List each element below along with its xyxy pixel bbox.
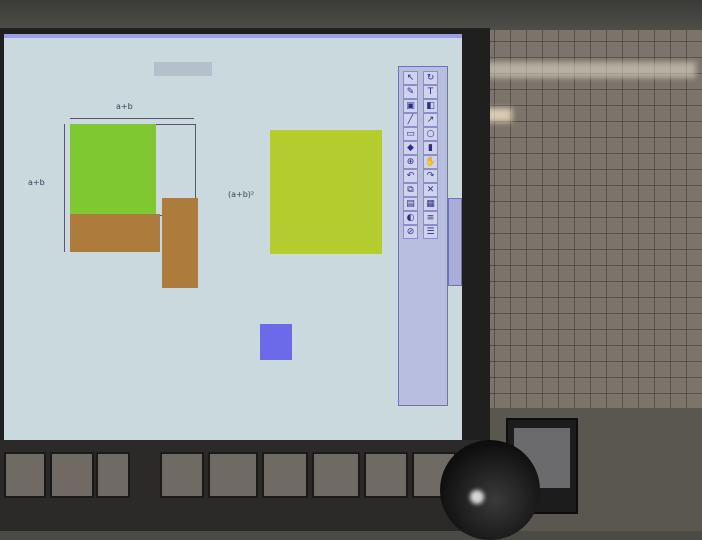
circle-icon[interactable]: ○ (423, 127, 438, 141)
yellow-square[interactable] (270, 130, 382, 254)
pointer-icon[interactable]: ↖ (403, 71, 418, 85)
hand-icon[interactable]: ✋ (423, 155, 438, 169)
eraser-icon[interactable]: ◧ (423, 99, 438, 113)
rotate-icon[interactable]: ↻ (423, 71, 438, 85)
color-icon[interactable]: ◐ (403, 211, 418, 225)
grid-icon[interactable]: ▦ (423, 197, 438, 211)
wall-grid (478, 30, 702, 410)
undo-icon[interactable]: ↶ (403, 169, 418, 183)
left-dimension-line (64, 124, 65, 252)
highlighter-icon[interactable]: ▮ (423, 141, 438, 155)
brown-vertical-rect[interactable] (162, 198, 198, 288)
chair (4, 452, 46, 498)
menu-icon[interactable]: ☰ (423, 225, 438, 239)
chair (364, 452, 408, 498)
top-dimension-line (70, 118, 194, 119)
arrow-icon[interactable]: ↗ (423, 113, 438, 127)
brown-horizontal-rect[interactable] (70, 214, 160, 252)
projection-screen: a+b a+b (a+b)² ↖ ↻ ✎ T ▣ ◧ ╱ ↗ ▭ ○ ◆ ▮ ⊕ ✋ ↶ ↷ ⧉ ✕ ▤ ▦ ◐ ≡ ⊘ ☰ (4, 34, 462, 442)
wall-light-reflection (486, 62, 696, 78)
fill-icon[interactable]: ◆ (403, 141, 418, 155)
left-dimension-label: a+b (28, 178, 45, 187)
pencil-icon[interactable]: ✎ (403, 85, 418, 99)
top-dimension-label: a+b (116, 102, 133, 111)
chair (208, 452, 258, 498)
copy-icon[interactable]: ⧉ (403, 183, 418, 197)
sphere-glint (470, 490, 484, 504)
redo-icon[interactable]: ↷ (423, 169, 438, 183)
chair (312, 452, 360, 498)
toolbox-side-strip[interactable] (448, 198, 462, 286)
blue-square[interactable] (260, 324, 292, 360)
width-icon[interactable]: ≡ (423, 211, 438, 225)
line-icon[interactable]: ╱ (403, 113, 418, 127)
chair (160, 452, 204, 498)
dark-sphere (440, 440, 540, 540)
chairs-row (0, 440, 480, 531)
green-square[interactable] (70, 124, 156, 214)
wall-light-spot (484, 108, 512, 122)
rectangle-icon[interactable]: ▭ (403, 127, 418, 141)
app-title (154, 62, 212, 76)
zoom-icon[interactable]: ⊕ (403, 155, 418, 169)
chair (96, 452, 130, 498)
clear-icon[interactable]: ⊘ (403, 225, 418, 239)
text-icon[interactable]: T (423, 85, 438, 99)
chair (262, 452, 308, 498)
page-icon[interactable]: ▤ (403, 197, 418, 211)
delete-icon[interactable]: ✕ (423, 183, 438, 197)
toolbox: ↖ ↻ ✎ T ▣ ◧ ╱ ↗ ▭ ○ ◆ ▮ ⊕ ✋ ↶ ↷ ⧉ ✕ ▤ ▦ ◐ ≡ ⊘ ☰ (398, 66, 448, 406)
formula-label: (a+b)² (228, 190, 255, 199)
image-icon[interactable]: ▣ (403, 99, 418, 113)
chair (50, 452, 94, 498)
